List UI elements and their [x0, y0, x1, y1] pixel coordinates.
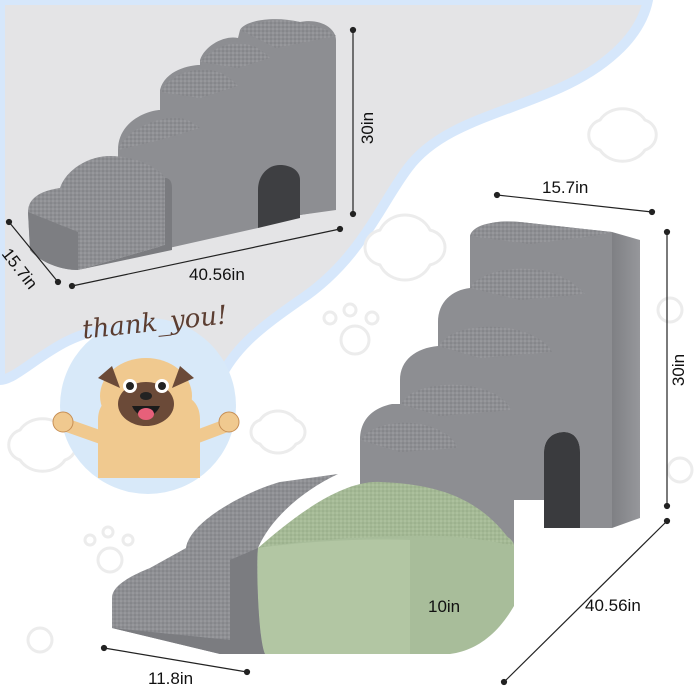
large-height-label: 30in [669, 353, 689, 387]
decor-pattern [7, 107, 694, 654]
large-pet-stairs [112, 221, 640, 654]
small-pet-stairs [28, 19, 336, 270]
ramp-width-label: 11.8in [148, 669, 194, 688]
small-length-label: 40.56in [189, 265, 245, 284]
large-dimension-lines [100, 191, 671, 686]
large-length-label: 40.56in [585, 596, 641, 615]
block-height-label: 10in [428, 597, 461, 616]
small-dimension-lines [5, 26, 357, 290]
large-width-label: 15.7in [542, 178, 589, 197]
thank-you-badge [52, 318, 240, 494]
small-height-label: 30in [358, 111, 378, 145]
